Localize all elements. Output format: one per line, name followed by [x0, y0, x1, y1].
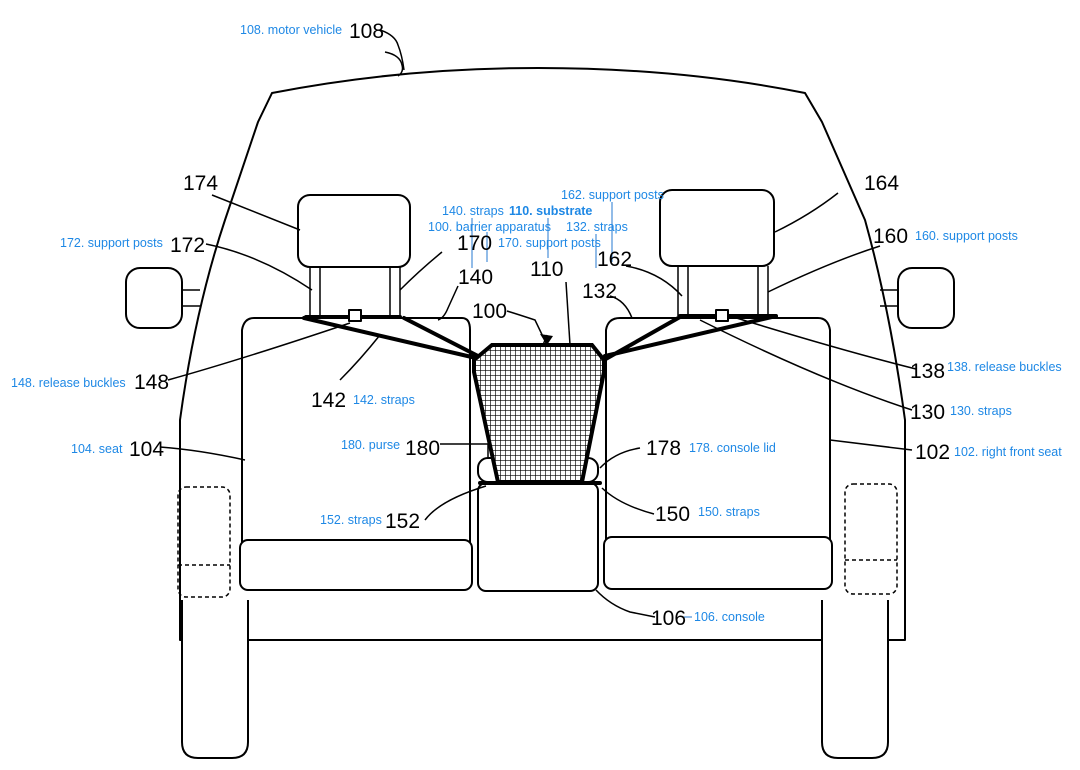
number-162: 162	[597, 248, 632, 271]
number-132: 132	[582, 280, 617, 303]
number-150: 150	[655, 503, 690, 526]
label-142: 142. straps	[353, 393, 415, 407]
label-148: 148. release buckles	[11, 376, 126, 390]
leader-lines	[159, 29, 917, 618]
label-172: 172. support posts	[60, 236, 163, 250]
left-release-buckle	[348, 309, 362, 322]
right-seat-cushion	[603, 536, 833, 590]
number-142: 142	[311, 389, 346, 412]
number-110: 110	[530, 258, 563, 281]
label-102: 102. right front seat	[954, 445, 1062, 459]
left-wheel	[181, 600, 249, 759]
number-100: 100	[472, 300, 507, 323]
right-release-buckle	[715, 309, 729, 322]
label-100: 100. barrier apparatus	[428, 220, 551, 234]
callout-numbers: 108 174 164 172 170 160 162 140 110 100 …	[129, 20, 950, 630]
label-178: 178. console lid	[689, 441, 776, 455]
number-172: 172	[170, 234, 205, 257]
number-102: 102	[915, 441, 950, 464]
label-110: 110. substrate	[509, 204, 592, 218]
number-148: 148	[134, 371, 169, 394]
number-152: 152	[385, 510, 420, 533]
arrowhead	[540, 334, 553, 345]
left-support-posts	[309, 267, 401, 316]
number-180: 180	[405, 437, 440, 460]
label-104: 104. seat	[71, 442, 123, 456]
number-164: 164	[864, 172, 899, 195]
label-108: 108. motor vehicle	[240, 23, 342, 37]
number-178: 178	[646, 437, 681, 460]
left-mirror-arm	[182, 289, 200, 307]
label-138: 138. release buckles	[947, 360, 1062, 374]
number-130: 130	[910, 401, 945, 424]
right-mirror	[897, 267, 955, 329]
number-104: 104	[129, 438, 164, 461]
number-108: 108	[349, 20, 384, 43]
number-138: 138	[910, 360, 945, 383]
left-headrest	[297, 194, 411, 268]
roof-line	[257, 92, 823, 123]
left-seat-back	[241, 317, 471, 546]
number-170: 170	[457, 232, 492, 255]
label-130: 130. straps	[950, 404, 1012, 418]
number-140: 140	[458, 266, 493, 289]
right-headrest	[659, 189, 775, 267]
label-132: 132. straps	[566, 220, 628, 234]
callout-labels: 108. motor vehicle 162. support posts 14…	[11, 23, 1062, 624]
label-152: 152. straps	[320, 513, 382, 527]
barrier-substrate	[472, 343, 606, 484]
roof-bump	[384, 51, 404, 77]
label-140: 140. straps	[442, 204, 504, 218]
left-seat-cushion	[239, 539, 473, 591]
console	[477, 482, 599, 592]
number-106: 106	[651, 607, 686, 630]
label-150: 150. straps	[698, 505, 760, 519]
left-mirror	[125, 267, 183, 329]
label-162: 162. support posts	[561, 188, 664, 202]
label-160: 160. support posts	[915, 229, 1018, 243]
label-leader-lines	[471, 202, 692, 618]
right-tail-light	[844, 483, 898, 595]
label-170: 170. support posts	[498, 236, 601, 250]
right-mirror-arm	[880, 289, 898, 307]
number-174: 174	[183, 172, 218, 195]
label-106: 106. console	[694, 610, 765, 624]
number-160: 160	[873, 225, 908, 248]
label-180: 180. purse	[341, 438, 400, 452]
right-wheel	[821, 600, 889, 759]
left-tail-light	[177, 486, 231, 598]
